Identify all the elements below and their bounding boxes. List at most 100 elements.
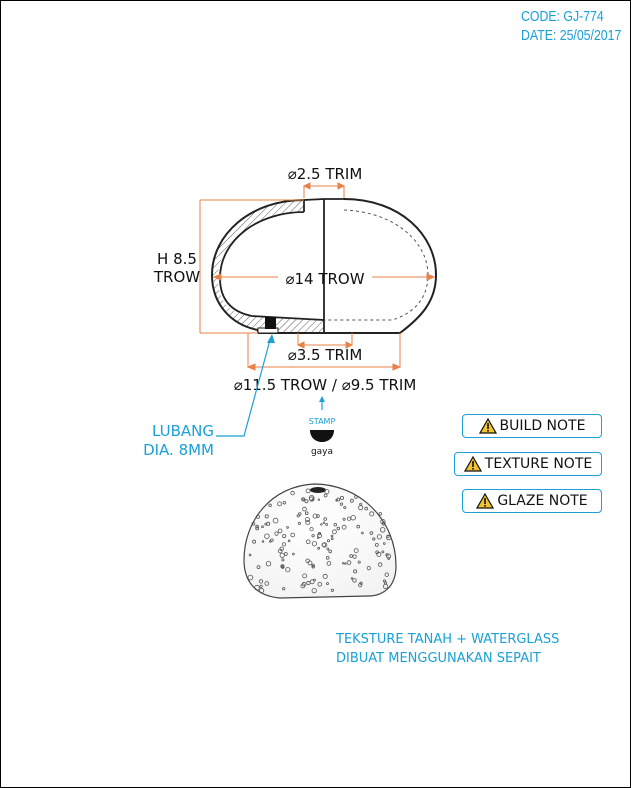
texture-dot [279,552,285,558]
texture-dot [264,514,269,519]
texture-dot [383,581,388,585]
texture-dot [256,565,261,569]
texture-dot [311,563,315,568]
texture-dot [302,506,307,512]
texture-dot [305,539,311,545]
texture-dot [322,573,328,579]
texture-dot [369,511,375,517]
texture-dot [343,505,347,509]
texture-dot [258,579,264,584]
texture-dot [356,524,361,529]
texture-dot [307,560,313,566]
hole-label-1: LUBANG [152,422,214,440]
outer-outline-right [343,198,438,334]
dim-top-trim: ⌀2.5 TRIM [288,165,363,183]
texture-dot [330,588,334,592]
texture-dot [272,517,279,524]
texture-dot [282,534,287,539]
texture-dot [342,562,345,565]
texture-dot [342,517,346,521]
texture-dot [358,505,364,511]
texture-dot [309,496,315,502]
texture-dot [382,542,386,545]
texture-dot [313,578,316,582]
texture-dot [311,541,317,547]
dim-base-width: ⌀11.5 TROW / ⌀9.5 TRIM [234,376,417,394]
drain-hole [265,317,276,329]
texture-dot [361,531,364,535]
texture-dot [277,528,283,534]
dim-height-unit: TROW [153,268,200,286]
texture-dot [349,554,353,558]
texture-dot [265,561,272,567]
dimension-lines [199,182,436,371]
texture-dot [317,546,321,550]
texture-dot [321,542,328,548]
texture-dot [323,493,328,498]
texture-dot [296,514,300,518]
hole-leader [216,334,275,437]
build-note-button[interactable]: BUILD NOTE [462,414,602,438]
outer-outline-left [210,199,305,333]
texture-dot [380,527,386,533]
stamp-marker: STAMP gaya [309,396,335,457]
texture-dot [287,539,291,543]
texture-dot [330,537,334,541]
texture-dot [344,562,347,565]
texture-dot [309,579,315,585]
texture-dot [305,520,311,526]
texture-dot [376,551,382,557]
texture-dot [346,516,352,521]
glaze-note-button[interactable]: GLAZE NOTE [462,489,602,513]
texture-dot [326,561,332,566]
texture-dot [331,529,337,535]
texture-dot [255,526,260,531]
texture-dot [372,537,376,541]
texture-dot [259,584,263,588]
stamp-brand: gaya [311,447,333,457]
texture-dot [305,488,311,494]
stamp-logo-icon [310,430,334,442]
texture-dot [386,534,392,541]
texture-dot [366,565,371,571]
texture-dot [369,531,374,535]
hole-label-2: DIA. 8MM [143,441,214,459]
texture-dot [268,503,272,507]
texture-dot [374,543,379,547]
texture-dot [339,495,344,500]
texture-dot [277,501,282,507]
texture-dot [333,523,337,527]
texture-dot [326,547,330,551]
texture-dot [264,533,270,539]
texture-dot [282,587,286,591]
texture-dot [349,498,354,503]
warning-icon [476,493,495,509]
texture-dot [292,552,295,556]
texture-note-label: TEXTURE NOTE [484,456,593,472]
texture-dot [353,569,358,574]
texture-dot [270,538,274,542]
texture-dot [301,581,307,587]
texture-dot [311,587,317,594]
inner-outline-left [219,211,325,321]
dim-height-value: H 8.5 [157,250,197,268]
inner-outline-right [324,209,429,321]
texture-dot [302,573,308,579]
texture-dot [304,517,310,523]
texture-dot [352,554,357,559]
texture-dot [341,524,347,530]
texture-dot [381,550,385,554]
texture-dot [330,534,334,538]
texture-dot [346,560,352,565]
texture-dot [248,553,252,557]
texture-dot [326,582,329,585]
texture-dot [282,501,286,505]
texture-dot [357,560,361,564]
texture-description-line-1: TEKSTURE TANAH + WATERGLASS [336,632,560,647]
texture-dot [354,495,358,499]
texture-dot [317,536,320,539]
texture-dot [311,565,315,569]
texture-dot [283,552,288,556]
texture-note-button[interactable]: TEXTURE NOTE [454,452,602,476]
